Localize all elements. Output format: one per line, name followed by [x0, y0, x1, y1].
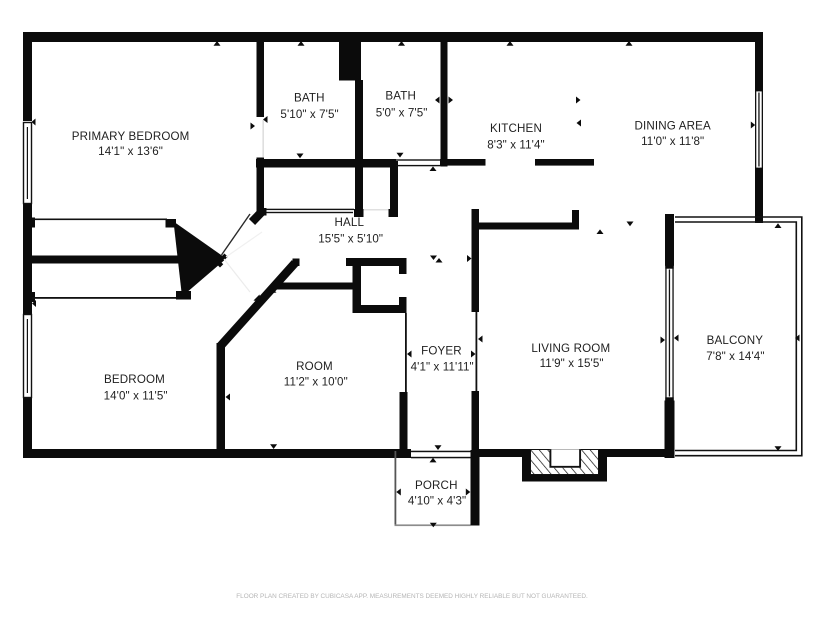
svg-text:15'5" x 5'10": 15'5" x 5'10": [318, 233, 383, 246]
svg-text:BATH: BATH: [294, 92, 325, 105]
svg-text:5'10" x 7'5": 5'10" x 7'5": [280, 108, 338, 121]
svg-text:HALL: HALL: [334, 216, 364, 229]
svg-text:5'0" x 7'5": 5'0" x 7'5": [376, 107, 428, 120]
svg-text:PORCH: PORCH: [415, 479, 458, 492]
svg-text:4'10" x 4'3": 4'10" x 4'3": [408, 494, 466, 507]
svg-text:11'9" x 15'5": 11'9" x 15'5": [540, 357, 604, 370]
svg-text:7'8" x 14'4": 7'8" x 14'4": [706, 350, 764, 363]
svg-text:4'1" x 11'11": 4'1" x 11'11": [411, 360, 474, 373]
svg-text:11'2" x 10'0": 11'2" x 10'0": [284, 376, 348, 389]
svg-text:11'0" x 11'8": 11'0" x 11'8": [641, 135, 704, 148]
svg-text:BATH: BATH: [385, 90, 416, 103]
svg-text:8'3" x 11'4": 8'3" x 11'4": [487, 139, 544, 152]
svg-text:DINING AREA: DINING AREA: [635, 120, 711, 133]
svg-text:LIVING ROOM: LIVING ROOM: [531, 342, 610, 355]
svg-text:PRIMARY BEDROOM: PRIMARY BEDROOM: [72, 130, 190, 143]
svg-text:14'0" x 11'5": 14'0" x 11'5": [104, 390, 168, 403]
svg-text:KITCHEN: KITCHEN: [490, 122, 542, 135]
svg-text:FOYER: FOYER: [421, 344, 462, 357]
svg-text:BALCONY: BALCONY: [707, 334, 764, 347]
svg-text:ROOM: ROOM: [296, 360, 333, 373]
svg-text:BEDROOM: BEDROOM: [104, 373, 165, 386]
svg-text:14'1" x 13'6": 14'1" x 13'6": [98, 145, 163, 158]
svg-text:FLOOR PLAN CREATED BY CUBICASA: FLOOR PLAN CREATED BY CUBICASA APP. MEAS…: [236, 593, 588, 600]
